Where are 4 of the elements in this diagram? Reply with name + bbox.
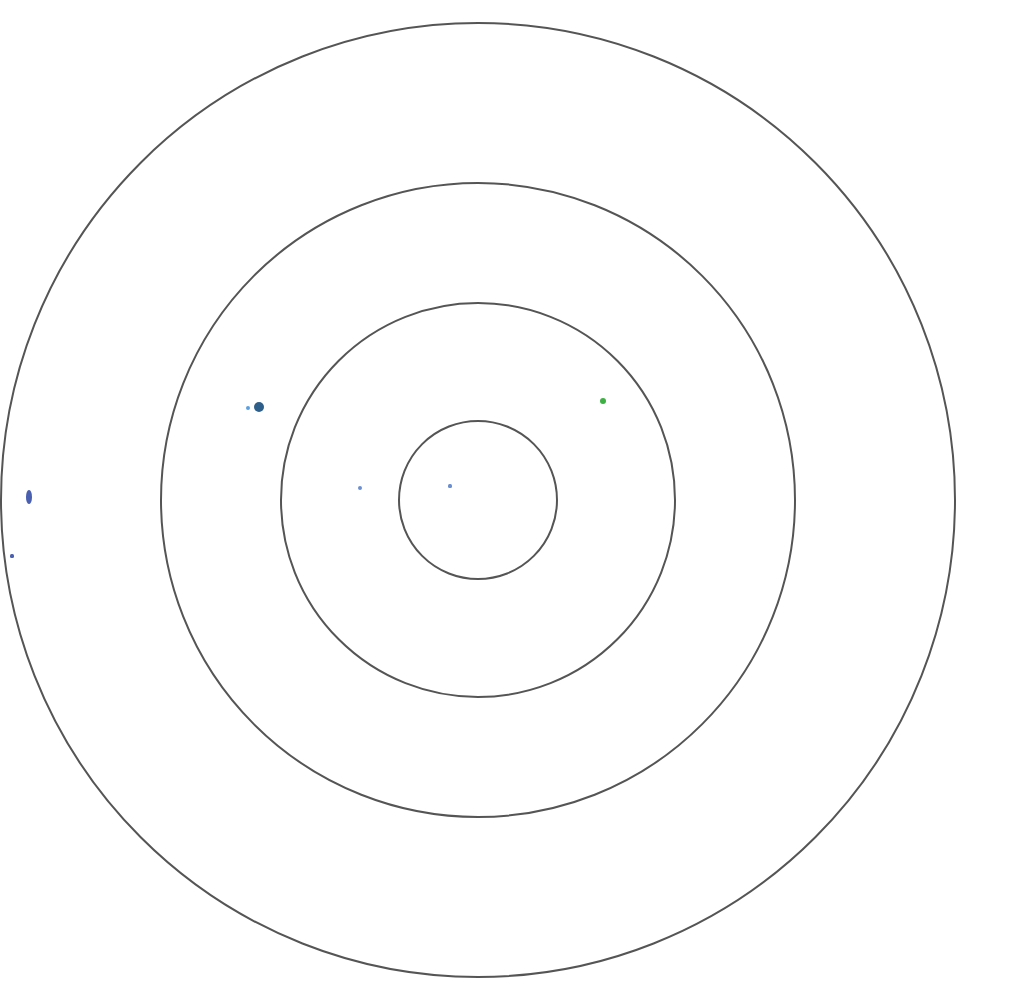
ring-circle xyxy=(160,182,796,818)
ring-circle xyxy=(398,420,558,580)
ring-circle xyxy=(0,22,956,978)
ring-circle xyxy=(280,302,676,698)
